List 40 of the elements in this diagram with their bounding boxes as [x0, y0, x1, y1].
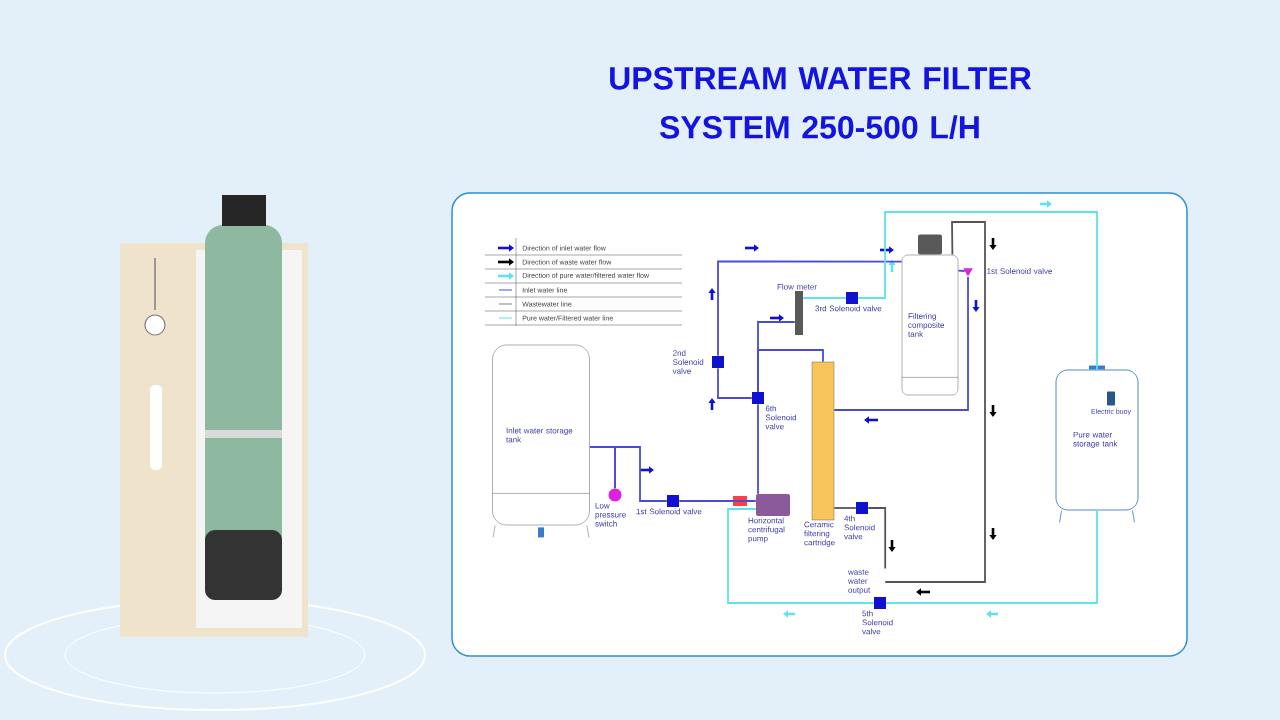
pipe-line — [884, 221, 986, 583]
solenoid-valve: 1st Solenoid valve — [636, 495, 702, 515]
node-label: 1st Solenoid valve — [987, 268, 1053, 274]
pipe-line — [757, 403, 759, 495]
pipe-line — [957, 269, 966, 272]
title: UPSTREAM WATER FILTER SYSTEM 250-500 L/H — [610, 67, 1032, 139]
pipe-line — [717, 260, 903, 357]
node-label: 1st Solenoid valve — [636, 508, 702, 515]
node-label: 3rd Solenoid valve — [815, 305, 882, 312]
pipe-line — [678, 500, 757, 502]
node-label: 2nd Solenoid valve — [672, 350, 704, 374]
pipe-line — [833, 276, 969, 411]
node-label: Low pressure switch — [595, 502, 626, 527]
pressure-switch: Low pressure switch — [595, 488, 626, 527]
pipe-line — [614, 446, 668, 502]
solenoid-valve: 4th Solenoid valve — [844, 502, 875, 540]
pipe-line — [833, 507, 857, 509]
node-label: Ceramic filtering cartridge — [804, 521, 835, 547]
node-label: Horizontal centrifugal pump — [748, 517, 785, 543]
node-label: Flow meter — [777, 283, 817, 290]
solenoid-valve: 6th Solenoid valve — [752, 392, 796, 430]
filter-tank: Filtering composite tank — [901, 234, 959, 396]
pump: Horizontal centrifugal pump — [748, 494, 790, 543]
storage-tank: Inlet water storage tank — [491, 344, 591, 538]
pipe-line — [857, 211, 1098, 371]
node-label: 6th Solenoid valve — [765, 405, 797, 430]
pipe-line — [802, 297, 847, 299]
solenoid-valve: 3rd Solenoid valve — [815, 292, 882, 312]
pipe-line — [867, 507, 887, 570]
pipe-line — [717, 367, 753, 399]
waste-outlet-label: waste water output — [848, 569, 871, 595]
pipe-line — [885, 509, 1098, 604]
pipe-line — [727, 508, 875, 604]
pipe-line — [757, 349, 824, 393]
solenoid-valve: 5th Solenoid valve — [862, 597, 893, 635]
solenoid-valve: 2nd Solenoid valve — [672, 350, 724, 374]
node-label: 5th Solenoid valve — [862, 610, 893, 635]
solenoid-valve: 1st Solenoid valve — [963, 268, 1053, 277]
filter-cartridge: Ceramic filtering cartridge — [804, 361, 835, 547]
node-label: 4th Solenoid valve — [844, 515, 875, 540]
